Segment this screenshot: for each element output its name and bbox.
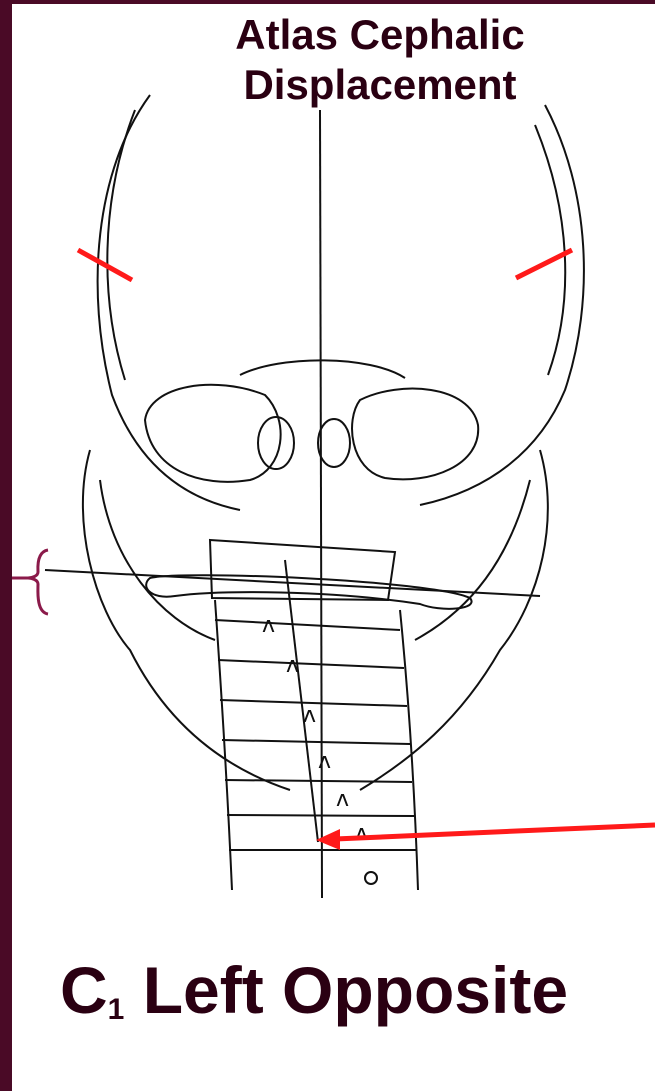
spinous-process	[365, 872, 377, 884]
atlas-bar	[146, 575, 471, 609]
red-marker-right	[516, 250, 572, 278]
skull-right-inner	[535, 125, 565, 375]
midline	[320, 110, 322, 898]
mandible-outline	[83, 450, 290, 790]
title-line-2: Displacement	[150, 60, 610, 110]
foramen-left	[258, 417, 294, 469]
skull-left-inner	[107, 110, 135, 380]
axis-box	[210, 540, 395, 600]
oblique-line	[285, 560, 318, 842]
face-lower-left	[100, 480, 215, 640]
spinous-process: ᴧ	[355, 821, 368, 846]
spinous-process: ᴧ	[318, 749, 331, 774]
caption-text: Left Opposite	[124, 953, 568, 1027]
spine-left-edge	[215, 600, 232, 890]
foramen-right	[318, 419, 350, 467]
mandible-right	[360, 450, 548, 790]
title-line-1: Atlas Cephalic	[150, 10, 610, 60]
nasal-top	[240, 360, 405, 378]
diagram-caption: C1 Left Opposite	[60, 950, 568, 1050]
orbit-left	[145, 385, 281, 482]
skull-right-contour	[420, 105, 584, 505]
spinous-process: ᴧ	[336, 787, 349, 812]
caption-subscript: 1	[108, 993, 125, 1026]
diagram-title: Atlas Cephalic Displacement	[150, 10, 610, 110]
orbit-right	[352, 389, 478, 480]
red-marker-left	[78, 250, 132, 280]
caption-letter: C	[60, 953, 108, 1027]
face-lower-right	[415, 480, 530, 640]
spinous-process: ᴧ	[262, 613, 275, 638]
brace-bracket	[12, 550, 48, 614]
